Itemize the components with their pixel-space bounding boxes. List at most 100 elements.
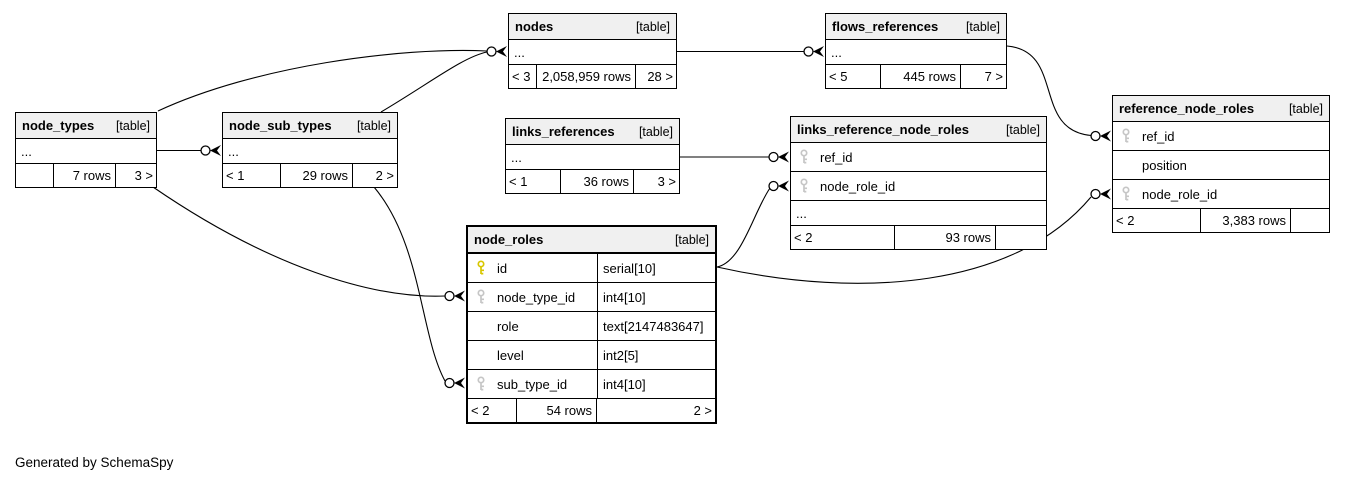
table-header: node_types [table] [16,113,156,139]
column-type: text[2147483647] [603,318,704,334]
table-footer: < 2 54 rows 2 > [468,399,715,422]
cardinality-circle [768,180,779,192]
table-tag: [table] [1288,101,1323,116]
table-node_sub_types[interactable]: node_sub_types [table] ... < 1 29 rows 2… [222,112,398,188]
column-name: role [497,318,519,334]
table-title: node_types [22,118,95,133]
table-nodes[interactable]: nodes [table] ... < 3 2,058,959 rows 28 … [508,13,677,89]
foreign-key-icon [475,376,488,392]
column-row-sub_type_id: sub_type_id int4[10] [468,370,715,399]
child-count: 2 > [375,168,394,183]
cardinality-circle [444,290,455,302]
cardinality-circle [486,46,497,57]
table-node_roles[interactable]: node_roles [table] id serial[10] node_ty… [466,225,717,424]
column-name-cell: role [468,312,598,340]
collapsed-columns-indicator: ... [509,40,676,65]
row-count: 29 rows [281,164,353,187]
table-header: reference_node_roles [table] [1113,96,1329,122]
column-type: serial[10] [603,260,656,276]
column-row-ref_id: ref_id [791,143,1046,172]
row-count: 2,058,959 rows [537,65,636,88]
column-row-node_role_id: node_role_id [1113,180,1329,209]
table-title: node_sub_types [229,118,332,133]
child-count: 3 > [134,168,153,183]
foreign-key-icon [798,149,811,165]
table-reference_node_roles[interactable]: reference_node_roles [table] ref_id posi… [1112,95,1330,233]
collapsed-columns-indicator: ... [791,201,1046,226]
column-name: position [1142,157,1187,173]
edge-flows_references-reference_node_roles [1006,45,1092,137]
column-type: int4[10] [603,289,646,305]
table-title: node_roles [474,232,544,247]
row-count: 445 rows [881,65,961,88]
column-name: node_role_id [820,178,896,194]
collapsed-columns-indicator: ... [506,145,679,170]
column-row-id: id serial[10] [468,254,715,283]
parent-count [16,164,54,187]
column-name: node_role_id [1142,186,1218,202]
table-node_types[interactable]: node_types [table] ... 7 rows 3 > [15,112,157,188]
arrowhead-icon [1100,188,1111,200]
table-header: node_roles [table] [468,227,715,254]
edge-node_roles-reference_node_roles [716,196,1092,284]
primary-key-icon [475,260,488,276]
table-title: links_references [512,124,615,139]
child-count: 3 > [657,174,676,189]
cardinality-circle [1090,130,1101,142]
column-name: ref_id [1142,128,1175,144]
table-footer: < 1 36 rows 3 > [506,170,679,193]
row-count: 7 rows [54,164,116,187]
table-links_reference_node_roles[interactable]: links_reference_node_roles [table] ref_i… [790,116,1047,250]
row-count: 54 rows [517,399,597,422]
parent-count: < 2 [1113,209,1201,232]
foreign-key-icon [1120,186,1133,202]
table-tag: [table] [635,19,670,34]
table-header: links_reference_node_roles [table] [791,117,1046,143]
table-footer: < 5 445 rows 7 > [826,65,1006,88]
table-header: nodes [table] [509,14,676,40]
arrowhead-icon [813,46,824,57]
table-links_references[interactable]: links_references [table] ... < 1 36 rows… [505,118,680,194]
cardinality-circle [1090,188,1101,200]
parent-count: < 2 [468,399,517,422]
edge-node_sub_types-nodes [380,51,488,113]
column-row-position: position [1113,151,1329,180]
table-tag: [table] [115,118,150,133]
column-type: int4[10] [603,376,646,392]
parent-count: < 1 [223,164,281,187]
edge-node_types-nodes [157,49,488,112]
row-count: 36 rows [561,170,634,193]
table-flows_references[interactable]: flows_references [table] ... < 5 445 row… [825,13,1007,89]
column-name-cell: level [468,341,598,369]
table-header: links_references [table] [506,119,679,145]
column-name: id [497,260,508,276]
column-type: int2[5] [603,347,639,363]
foreign-key-icon [475,289,488,305]
child-count: 7 > [984,69,1003,84]
table-footer: < 3 2,058,959 rows 28 > [509,65,676,88]
row-count: 3,383 rows [1201,209,1291,232]
column-row-node_type_id: node_type_id int4[10] [468,283,715,312]
table-tag: [table] [638,124,673,139]
table-header: flows_references [table] [826,14,1006,40]
column-name: ref_id [820,149,853,165]
foreign-key-icon [1120,128,1133,144]
cardinality-circle [803,46,814,57]
column-name: sub_type_id [497,376,568,392]
arrowhead-icon [210,145,221,156]
column-row-ref_id: ref_id [1113,122,1329,151]
generator-note: Generated by SchemaSpy [15,455,174,470]
table-tag: [table] [674,232,709,247]
collapsed-columns-indicator: ... [826,40,1006,65]
table-title: flows_references [832,19,939,34]
column-name: node_type_id [497,289,576,305]
collapsed-columns-indicator: ... [223,139,397,164]
cardinality-circle [444,377,455,389]
table-tag: [table] [356,118,391,133]
column-name-cell: id [468,254,598,282]
table-tag: [table] [1005,122,1040,137]
column-name-cell: sub_type_id [468,370,598,398]
child-count [996,226,1046,249]
arrowhead-icon [496,46,507,57]
